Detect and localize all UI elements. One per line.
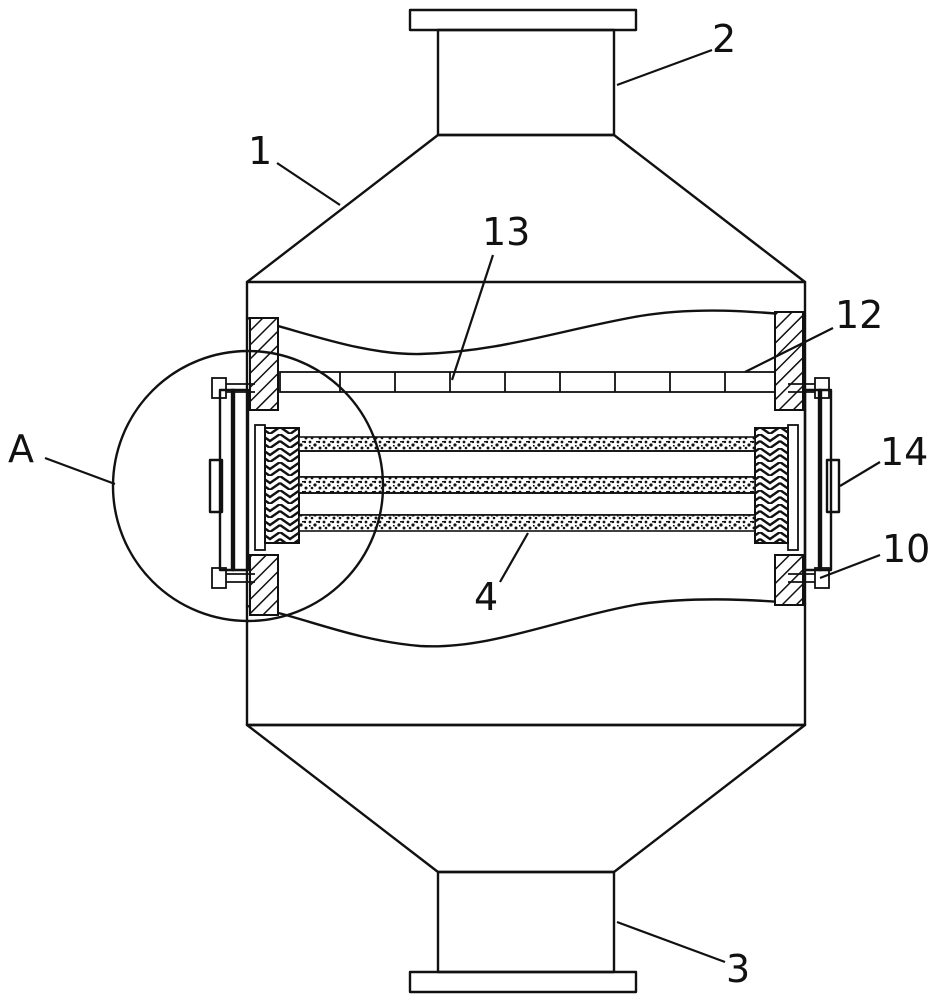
- inlet-pipe: [408, 8, 638, 137]
- leader-lines: [44, 48, 881, 964]
- left-wall-sections: [249, 317, 279, 616]
- detail-circle-a: [111, 349, 385, 623]
- filter-layers: [298, 436, 756, 532]
- label-plate: 12: [835, 293, 883, 337]
- label-body: 1: [248, 129, 272, 173]
- label-outlet: 3: [726, 947, 750, 991]
- right-bracket: [754, 377, 841, 589]
- label-handle: 14: [880, 430, 928, 474]
- lower-break-line: [245, 598, 807, 648]
- perforated-plate: [279, 371, 776, 393]
- label-detail: A: [8, 427, 34, 471]
- label-inlet: 2: [712, 17, 736, 61]
- upper-cone: [245, 133, 807, 284]
- left-bracket: [208, 377, 300, 589]
- label-bolt: 10: [882, 527, 930, 571]
- outlet-pipe: [408, 870, 638, 994]
- upper-break-line: [245, 309, 807, 356]
- vessel-shell: [245, 280, 807, 727]
- lower-cone: [245, 723, 807, 874]
- label-filter: 4: [474, 575, 498, 619]
- right-wall-sections: [774, 311, 804, 606]
- label-holes: 13: [482, 210, 530, 254]
